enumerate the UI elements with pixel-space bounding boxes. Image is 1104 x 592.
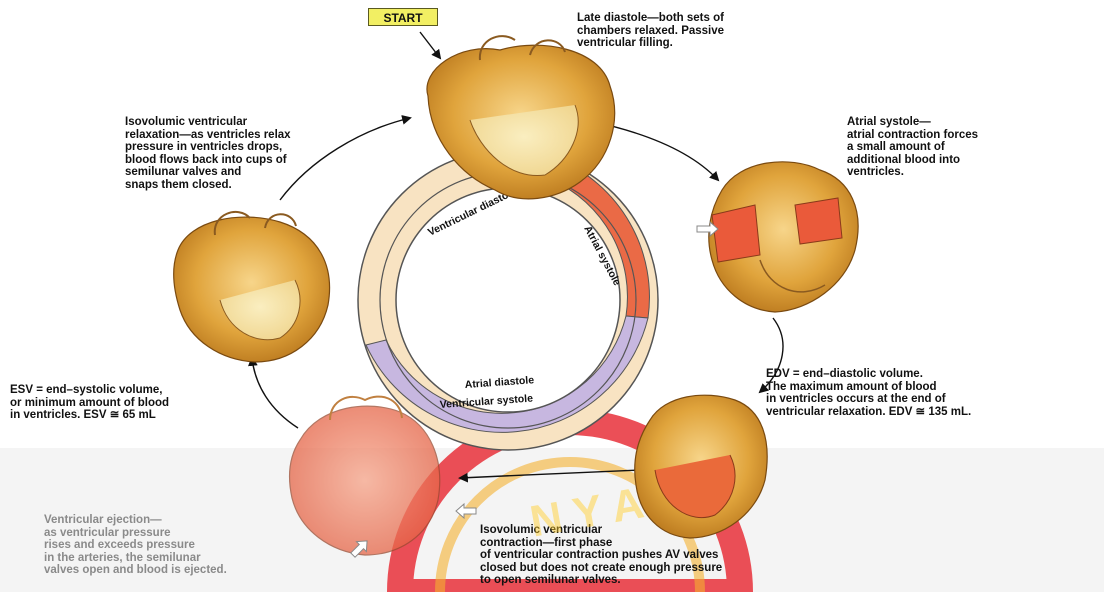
label-esv: ESV = end–systolic volume, or minimum am… <box>10 384 169 422</box>
arrow-ejection-to-relaxation <box>252 358 298 428</box>
start-badge: START <box>368 8 438 26</box>
arrow-start-pointer <box>420 32 440 58</box>
arrow-relaxation-to-late-diastole <box>280 118 410 200</box>
label-late-diastole: Late diastole—both sets of chambers rela… <box>577 12 724 50</box>
heart-atrial-systole <box>709 162 858 312</box>
label-atrial-systole: Atrial systole— atrial contraction force… <box>847 116 978 179</box>
label-isovolumic-relaxation: Isovolumic ventricular relaxation—as ven… <box>125 116 291 191</box>
heart-ventricular-ejection <box>290 397 440 555</box>
heart-isovolumic-relaxation <box>174 212 330 362</box>
label-ventricular-ejection: Ventricular ejection— as ventricular pre… <box>44 514 227 577</box>
label-edv: EDV = end–diastolic volume. The maximum … <box>766 368 971 418</box>
